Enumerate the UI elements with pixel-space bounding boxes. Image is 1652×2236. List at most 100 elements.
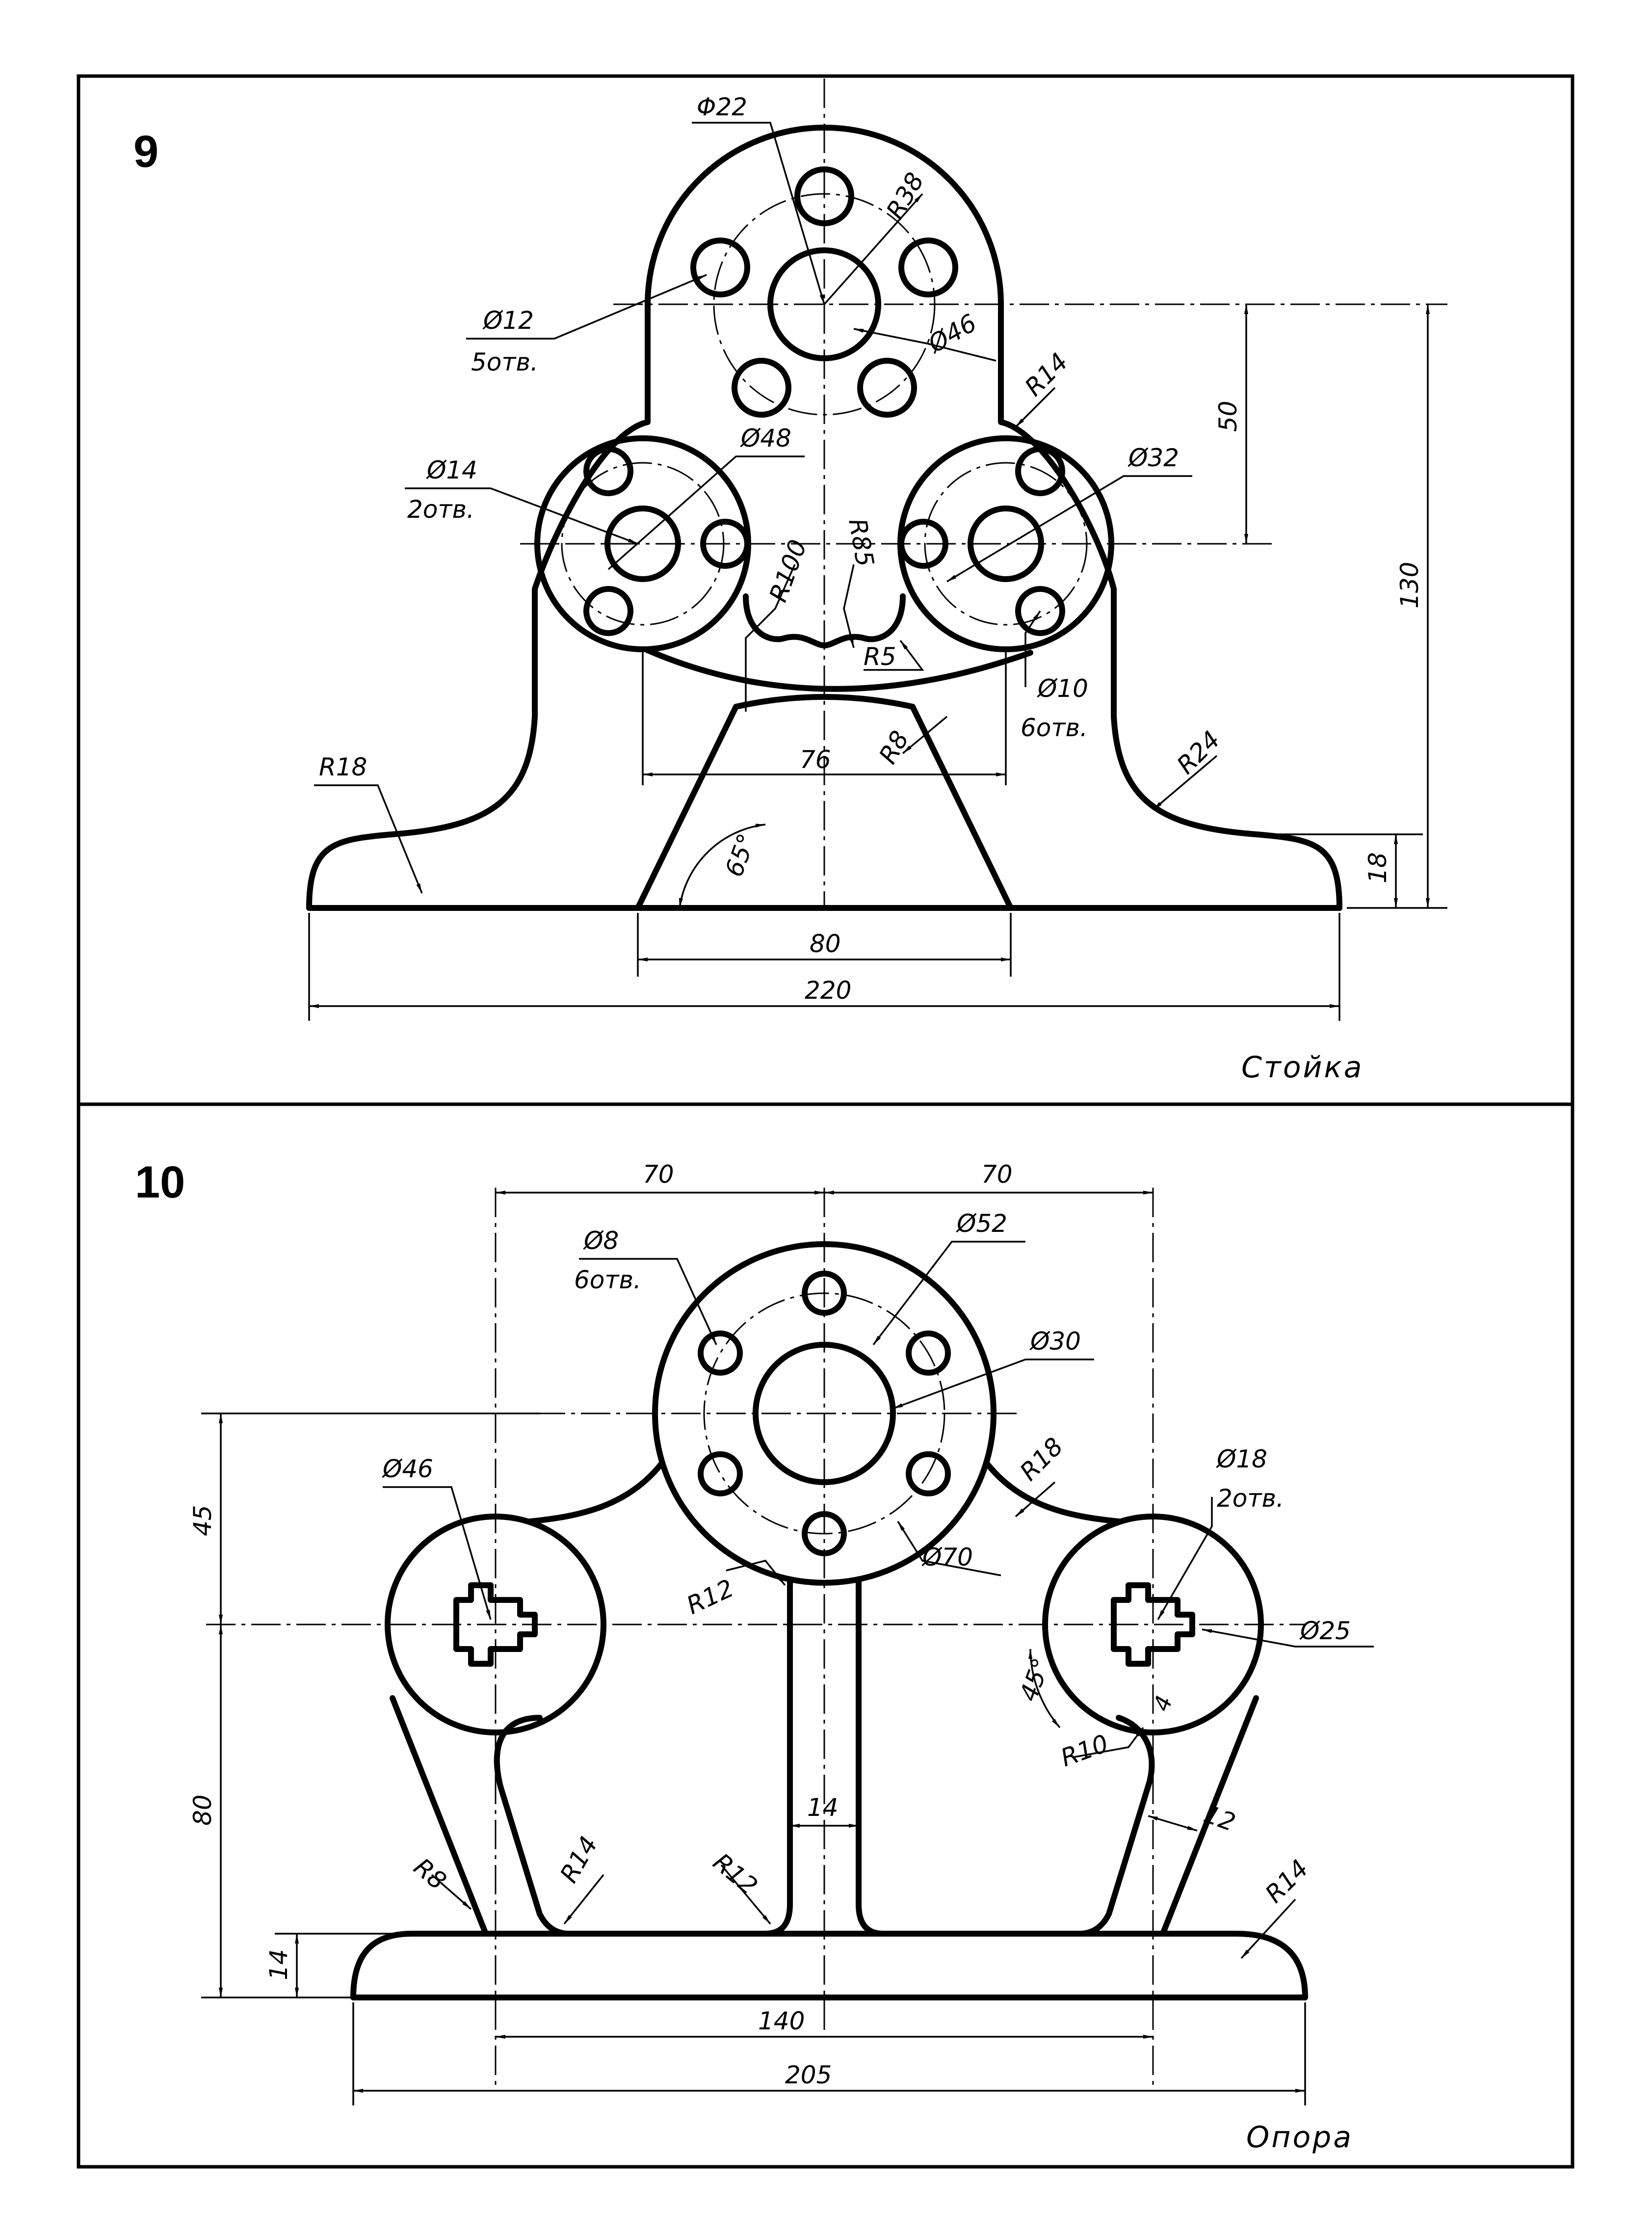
leader-r18 — [314, 784, 423, 894]
right-hole-1 — [1015, 446, 1065, 496]
left-leg-outer — [390, 1695, 489, 1937]
leader-r85 — [843, 564, 855, 648]
label-d8: Ø8 — [583, 1226, 619, 1255]
label-r18: R18 — [319, 753, 367, 781]
left-hole-2 — [583, 586, 633, 636]
label-holes6: 6отв. — [1021, 714, 1088, 742]
label-d12: Ø12 — [482, 306, 534, 335]
leader-r14b — [1240, 1898, 1296, 1959]
leader-r24 — [1152, 755, 1218, 811]
label-d10: Ø10 — [1037, 674, 1088, 703]
figure-9-caption: Стойка — [1241, 1050, 1364, 1085]
leader-d70 — [897, 1521, 1001, 1576]
upper-hole-3 — [898, 238, 958, 297]
leader-r5 — [864, 639, 924, 671]
left-leg-inner — [494, 1715, 572, 1937]
left-keyed-hole — [453, 1582, 538, 1667]
label-r24: R24 — [1171, 725, 1226, 780]
leader-r14a — [563, 1874, 604, 1925]
web-right-top — [983, 1460, 1122, 1524]
leader-r12a — [726, 1560, 786, 1586]
leader-r14 — [1015, 387, 1056, 428]
leader-d12 — [466, 274, 707, 340]
upper-hole-5 — [857, 358, 917, 418]
figure-10-number: 10 — [135, 1157, 185, 1207]
label-dim76: 76 — [800, 745, 831, 774]
hub-hole-5 — [698, 1451, 743, 1496]
leader-d18 — [1157, 1497, 1213, 1620]
label-d46: Ø46 — [382, 1455, 433, 1483]
base-plate — [350, 1931, 1308, 2000]
right-hole-2 — [1015, 586, 1065, 636]
figure-10-caption: Опора — [1246, 2120, 1353, 2155]
hub-hole-1 — [802, 1271, 847, 1316]
leader-d46 — [853, 328, 996, 362]
figure-10: 10 — [135, 1157, 1374, 2155]
leader-d32 — [946, 475, 1192, 583]
label-dim14: 14 — [264, 1949, 293, 1980]
angle-arc-45 — [1028, 1649, 1061, 1729]
label-holes6: 6отв. — [574, 1266, 641, 1294]
label-d48: Ø48 — [740, 424, 791, 453]
hub-hole-3 — [906, 1451, 951, 1496]
label-r14a: R14 — [554, 1832, 603, 1888]
leader-d52 — [872, 1241, 1025, 1346]
label-holes5: 5отв. — [471, 348, 538, 376]
label-d32: Ø32 — [1128, 444, 1179, 472]
leader-d14 — [405, 487, 638, 545]
label-r10: R10 — [1057, 1729, 1112, 1772]
label-r5: R5 — [864, 642, 896, 671]
center-stem-right — [856, 1577, 886, 1937]
label-dim45: 45 — [188, 1505, 217, 1536]
leader-d46 — [383, 1486, 492, 1620]
angle-arc-65 — [679, 824, 766, 908]
label-r100: R100 — [764, 536, 813, 606]
leader-d30 — [892, 1358, 1094, 1410]
label-dim14c: 14 — [807, 1793, 839, 1822]
label-dim80: 80 — [810, 930, 841, 958]
label-dim18: 18 — [1364, 852, 1392, 883]
label-r12a: R12 — [682, 1574, 738, 1620]
leader-d10 — [1024, 611, 1041, 687]
stand-outline — [306, 125, 1342, 911]
web-left-top — [527, 1460, 665, 1524]
leader-d8 — [579, 1258, 717, 1345]
label-r38: R38 — [881, 168, 929, 224]
label-r8: R8 — [408, 1853, 451, 1895]
label-dim80: 80 — [188, 1794, 217, 1826]
right-keyed-hole — [1111, 1582, 1195, 1667]
label-d52: Ø52 — [956, 1209, 1007, 1238]
leader-r8 — [902, 716, 948, 754]
label-d18: Ø18 — [1216, 1445, 1267, 1473]
label-r8: R8 — [873, 726, 915, 769]
trapezoid-cutout — [635, 694, 1014, 911]
label-dim220: 220 — [805, 976, 851, 1005]
label-r18: R18 — [1014, 1432, 1069, 1487]
hub-hole-2 — [906, 1331, 951, 1376]
label-r14: R14 — [1019, 347, 1074, 402]
sheet-frame — [77, 74, 1574, 2169]
figure-9-number: 9 — [133, 127, 158, 177]
label-r12b: R12 — [708, 1848, 763, 1901]
upper-hole-4 — [732, 358, 791, 418]
upper-hole-2 — [690, 238, 750, 297]
hub-hole-6 — [698, 1331, 743, 1376]
label-dim130: 130 — [1395, 562, 1424, 609]
label-r14b: R14 — [1259, 1854, 1314, 1909]
label-d22: Φ22 — [697, 93, 747, 121]
leader-d25 — [1202, 1628, 1374, 1648]
label-dim205: 205 — [785, 2061, 832, 2089]
leader-r12b — [720, 1864, 771, 1925]
label-dim70a: 70 — [643, 1160, 674, 1189]
label-r85: R85 — [843, 516, 879, 569]
leader-r18 — [1015, 1481, 1056, 1517]
label-d25: Ø25 — [1299, 1617, 1351, 1645]
leader-r10 — [1074, 1727, 1144, 1758]
label-holes2: 2отв. — [407, 495, 474, 524]
center-stem-left — [762, 1577, 793, 1937]
leader-d22 — [692, 122, 825, 305]
label-d70: Ø70 — [921, 1543, 973, 1571]
lower-arc — [645, 647, 1033, 692]
leader-r100 — [744, 564, 796, 712]
